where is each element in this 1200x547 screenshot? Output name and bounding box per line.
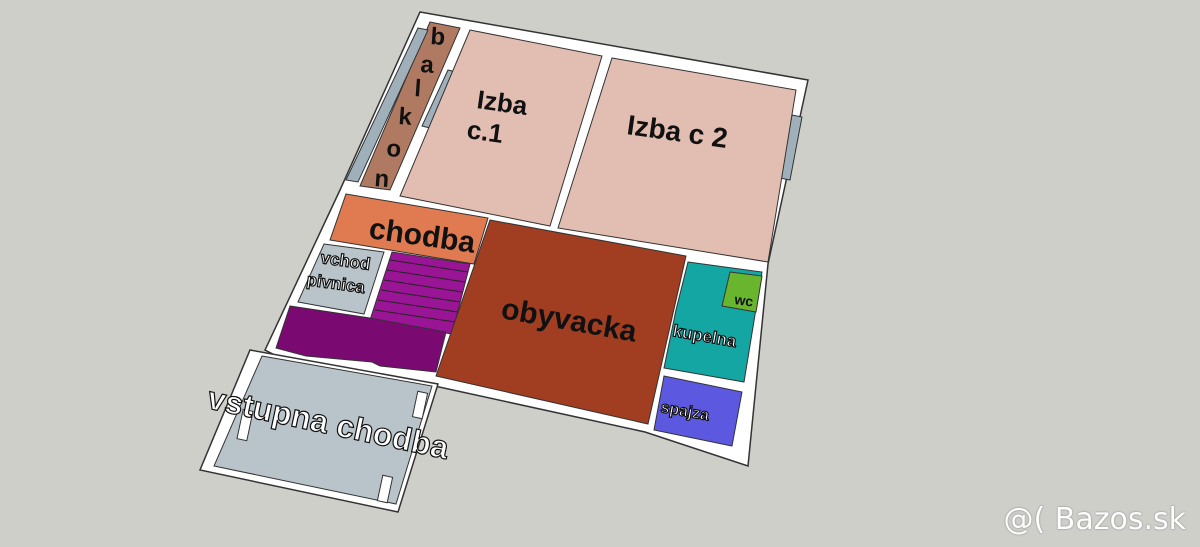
room-wc [721,271,763,313]
room-balkon [359,21,461,191]
stair-steps [374,259,469,323]
room-izba-1 [399,29,603,227]
watermark: @( Bazos.sk [1003,502,1186,537]
label-balkon-a: a [420,51,436,79]
label-balkon-b: b [430,23,447,51]
room-spajza [653,375,743,447]
landing [275,305,447,373]
room-vchod-pivnica [297,243,385,315]
label-wc: wc [733,291,755,310]
label-balkon-o: o [386,135,403,163]
room-izba-2 [557,57,797,263]
label-izba-1-line1: Izba [475,84,530,121]
room-vstupna-chodba [213,355,433,505]
label-balkon-l: l [414,75,423,102]
label-izba-1-line2: c.1 [465,114,505,149]
room-obyvacka [435,219,687,425]
label-spajza: spajza [659,399,710,424]
window-left [345,27,429,183]
label-balkon-n: n [374,165,391,193]
entry-inner-walls [236,390,429,504]
label-balkon-k: k [398,103,414,131]
room-chodba [329,193,489,265]
